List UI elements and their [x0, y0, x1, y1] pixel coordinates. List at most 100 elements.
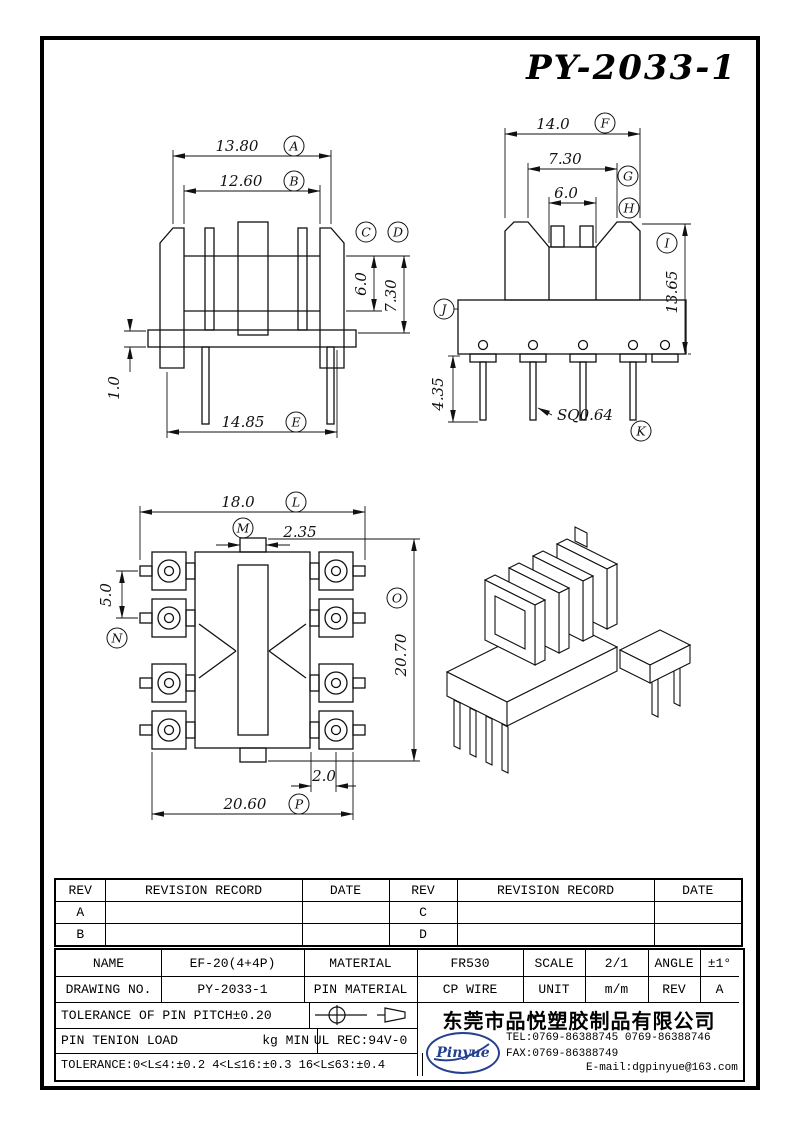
projection-symbol-cell	[304, 1002, 417, 1029]
dim-side-width: 14.0	[536, 115, 570, 133]
revision-row: B D	[54, 923, 743, 947]
revision-record-cell	[456, 901, 655, 924]
length-tolerance-note: TOLERANCE:0<L≤4:±0.2 4<L≤16:±0.3 16<L≤63…	[56, 1053, 423, 1076]
balloon-g: G	[617, 165, 639, 187]
svg-text:I: I	[664, 236, 671, 251]
drawing-title: PY-2033-1	[526, 48, 737, 88]
balloon-a: A	[283, 135, 305, 157]
revision-record-cell	[104, 901, 303, 924]
date-col-header: DATE	[653, 878, 743, 902]
pin-pitch-tolerance: TOLERANCE OF PIN PITCH±0.20	[56, 1002, 310, 1029]
rev-label: REV	[648, 976, 701, 1003]
balloon-j: J	[433, 298, 458, 320]
pin-material-value: CP WIRE	[417, 976, 524, 1003]
dim-front-overall-width: 14.85	[222, 413, 265, 431]
sheet-border	[40, 36, 760, 1090]
svg-text:D: D	[392, 225, 403, 240]
dim-front-flange-height: 7.30	[382, 279, 400, 313]
dim-side-pin-length: 4.35	[429, 377, 447, 411]
balloon-e: E	[285, 411, 307, 433]
unit-label: UNIT	[523, 976, 586, 1003]
drawing-no-label: DRAWING NO.	[56, 976, 162, 1003]
company-block: 东莞市品悦塑胶制品有限公司 Pinyue TEL:0769-86388745 0…	[417, 1002, 740, 1076]
balloon-i: I	[656, 232, 678, 254]
pin-tension-label: PIN TENION LOAD	[61, 1033, 179, 1048]
balloon-d: D	[387, 221, 409, 243]
svg-text:M: M	[236, 521, 251, 536]
svg-text:C: C	[361, 225, 371, 240]
pin-material-label: PIN MATERIAL	[304, 976, 418, 1003]
rev-value: A	[700, 976, 739, 1003]
dim-plan-edge-offset: 2.0	[311, 767, 336, 785]
front-view-body	[147, 221, 357, 425]
dim-front-window-height: 6.0	[352, 272, 370, 296]
svg-text:L: L	[291, 495, 300, 510]
company-email: E-mail:dgpinyue@163.com	[586, 1062, 738, 1074]
dim-side-slot-width: 7.30	[548, 150, 582, 168]
angle-label: ANGLE	[648, 950, 701, 977]
ul-rec: UL REC:94V-0	[304, 1028, 417, 1054]
title-block: NAME EF-20(4+4P) MATERIAL FR530 SCALE 2/…	[54, 948, 745, 1082]
svg-text:B: B	[288, 174, 298, 189]
logo-swoosh-icon	[433, 1043, 490, 1062]
svg-text:P: P	[294, 797, 304, 812]
drawing-no-value: PY-2033-1	[161, 976, 305, 1003]
svg-text:N: N	[111, 631, 124, 646]
rev-cell: D	[388, 923, 458, 947]
pin-square-note: SQ0.64	[557, 406, 613, 424]
isometric-view	[445, 526, 692, 774]
revision-header-row: REV REVISION RECORD DATE REV REVISION RE…	[54, 878, 743, 902]
date-col-header: DATE	[301, 878, 390, 902]
revision-record-cell	[456, 923, 655, 947]
svg-text:A: A	[288, 139, 298, 154]
pin-tension-cell: PIN TENION LOAD kg MIN	[56, 1028, 318, 1054]
scale-label: SCALE	[523, 950, 586, 977]
date-cell	[301, 923, 390, 947]
record-col-header: REVISION RECORD	[104, 878, 303, 902]
balloon-l: L	[285, 491, 307, 513]
balloon-f: F	[594, 112, 616, 134]
plan-view-dimensions: 18.0 L 2.35 M 5.0 N 20.70	[97, 491, 420, 820]
dim-side-height: 13.65	[663, 271, 681, 314]
svg-text:G: G	[623, 169, 633, 184]
balloon-o: O	[386, 587, 408, 609]
plan-view-body	[139, 537, 366, 763]
dim-front-base-thickness: 1.0	[105, 376, 123, 400]
drawing-views: 13.80 A 12.60 B 6.0 7.30 C	[97, 112, 692, 820]
dim-front-outer-width: 13.80	[216, 137, 259, 155]
svg-text:J: J	[438, 302, 447, 317]
material-value: FR530	[417, 950, 524, 977]
dim-plan-pin-pitch: 5.0	[97, 583, 115, 607]
rev-cell: C	[388, 901, 458, 924]
balloon-p: P	[288, 793, 310, 815]
date-cell	[653, 901, 743, 924]
pinyue-logo: Pinyue	[426, 1032, 500, 1074]
front-view-dimensions: 13.80 A 12.60 B 6.0 7.30 C	[105, 135, 410, 438]
pinyue-logo-text: Pinyue	[436, 1045, 490, 1061]
svg-text:K: K	[635, 424, 646, 439]
rev-col-header: REV	[388, 878, 458, 902]
balloon-b: B	[283, 170, 305, 192]
date-cell	[653, 923, 743, 947]
company-name: 东莞市品悦塑胶制品有限公司	[442, 1009, 716, 1033]
unit-value: m/m	[585, 976, 649, 1003]
dim-plan-length: 20.60	[223, 795, 267, 813]
scale-value: 2/1	[585, 950, 649, 977]
side-view-dimensions: 14.0 F 7.30 G 6.0 H I	[429, 112, 691, 442]
dim-plan-tab-width: 2.35	[282, 523, 316, 541]
material-label: MATERIAL	[304, 950, 418, 977]
revision-record-cell	[104, 923, 303, 947]
pin-tension-unit: kg MIN	[262, 1033, 309, 1048]
balloon-c: C	[355, 221, 377, 243]
svg-text:O: O	[392, 591, 402, 606]
company-fax: FAX:0769-86388749	[506, 1048, 619, 1060]
balloon-n: N	[106, 627, 128, 649]
angle-value: ±1°	[700, 950, 739, 977]
record-col-header: REVISION RECORD	[456, 878, 655, 902]
svg-text:H: H	[623, 201, 636, 216]
dim-side-core-width: 6.0	[554, 184, 578, 202]
rev-cell: A	[54, 901, 106, 924]
balloon-h: H	[618, 197, 640, 219]
svg-text:F: F	[600, 116, 611, 131]
